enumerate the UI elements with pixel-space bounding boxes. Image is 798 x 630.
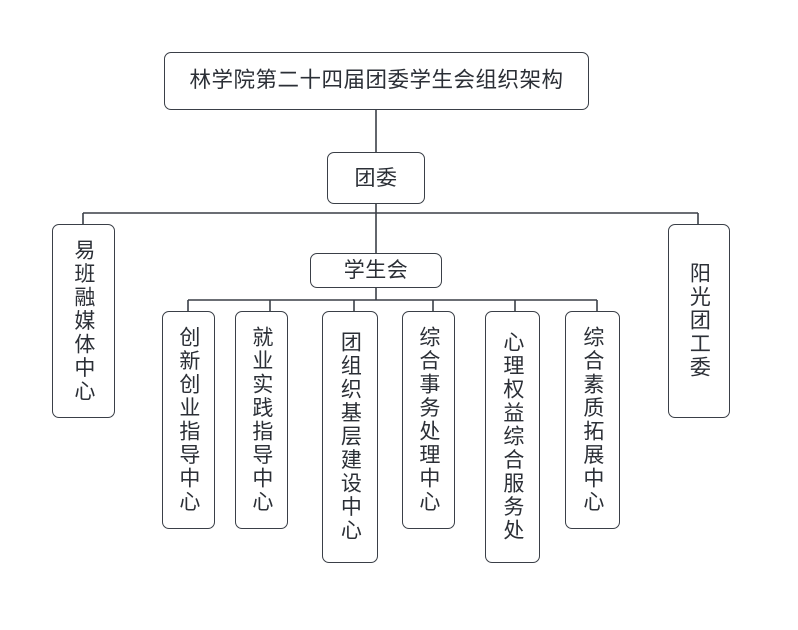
node-league-committee[interactable]: 团委	[327, 152, 425, 204]
node-sunshine-league-committee[interactable]: 阳光团工委	[668, 224, 730, 418]
node-chart-title: 林学院第二十四届团委学生会组织架构	[164, 52, 589, 110]
node-department-5[interactable]: 心理权益综合服务处	[485, 311, 540, 563]
node-yiban-media-center[interactable]: 易班融媒体中心	[52, 224, 115, 418]
node-department-6[interactable]: 综合素质拓展中心	[565, 311, 620, 529]
node-department-3[interactable]: 团组织基层建设中心	[322, 311, 378, 563]
node-department-2[interactable]: 就业实践指导中心	[235, 311, 288, 529]
node-student-union[interactable]: 学生会	[310, 253, 442, 288]
node-department-1[interactable]: 创新创业指导中心	[162, 311, 215, 529]
node-department-4[interactable]: 综合事务处理中心	[402, 311, 455, 529]
